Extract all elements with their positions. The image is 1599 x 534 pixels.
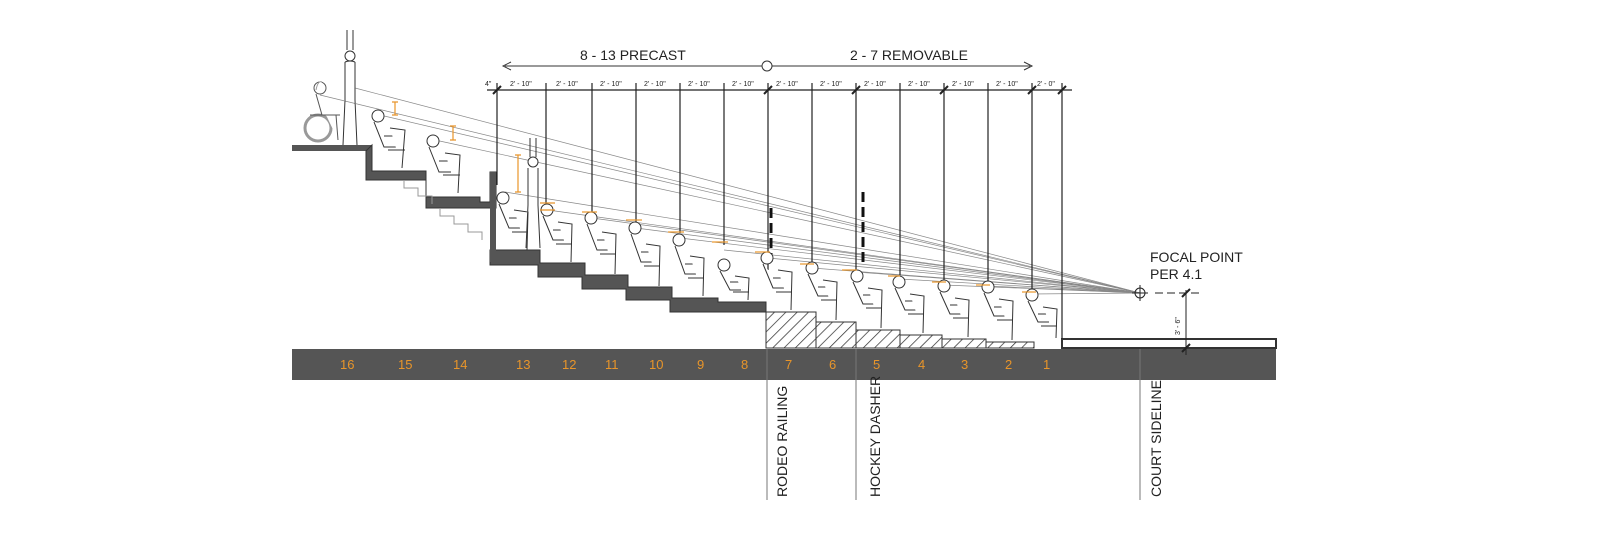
row-number: 15	[398, 357, 412, 372]
spectator-row-6	[805, 261, 838, 321]
row-number: 11	[605, 357, 619, 372]
orange-annotations	[392, 101, 1036, 293]
row-number: 3	[961, 357, 968, 372]
spectator-row-3	[937, 279, 970, 338]
floor-band	[292, 349, 1276, 380]
wheelchair-figure	[303, 81, 340, 143]
row-number: 12	[562, 357, 576, 372]
spectator-row-5	[850, 269, 883, 329]
spectator-row-10	[628, 221, 661, 287]
focal-point-label-line2: PER 4.1	[1150, 266, 1202, 282]
spectator-row-15	[371, 109, 406, 169]
spacing-label: 2' - 10"	[952, 81, 974, 88]
row-number: 1	[1043, 357, 1050, 372]
row-number: 16	[340, 357, 354, 372]
precast-risers	[489, 249, 767, 313]
row-number: 14	[453, 357, 467, 372]
spectator-row-9	[672, 233, 705, 297]
span-arrows	[501, 60, 1034, 72]
removable-risers	[765, 311, 1035, 349]
row-number: 6	[829, 357, 836, 372]
spacing-label: 2' - 0"	[1037, 81, 1055, 88]
spacing-label: 2' - 10"	[820, 81, 842, 88]
row-number: 5	[873, 357, 880, 372]
dimension-ticks	[492, 85, 1067, 95]
focal-height-label: 3' - 6"	[1175, 317, 1182, 335]
focal-point-label-line1: FOCAL POINT	[1150, 249, 1243, 265]
spacing-label: 2' - 10"	[556, 81, 578, 88]
spacing-label: 2' - 10"	[600, 81, 622, 88]
spectator-row-4	[892, 275, 925, 334]
standing-figure-lower	[525, 138, 541, 249]
rodeo-railing-label: RODEO RAILING	[774, 386, 790, 497]
spectator-figures	[371, 109, 1058, 341]
spacing-label: 2' - 10"	[688, 81, 710, 88]
dimension-verticals	[496, 83, 1063, 339]
row-number: 9	[697, 357, 704, 372]
span-divider-circle	[761, 60, 773, 72]
standing-figures	[342, 30, 541, 249]
spacing-label: 4"	[485, 81, 492, 88]
focal-point-marker	[1132, 285, 1200, 355]
spectator-row-8	[717, 258, 750, 301]
row-number: 7	[785, 357, 792, 372]
spectator-row-2	[981, 280, 1014, 341]
sight-lines	[319, 87, 1141, 295]
upper-risers	[365, 143, 497, 209]
standing-figure-upper	[342, 30, 358, 146]
upper-stair-hints	[403, 180, 483, 240]
precast-span-label: 8 - 13 PRECAST	[580, 47, 686, 63]
spacing-label: 2' - 10"	[776, 81, 798, 88]
spacing-label: 2' - 10"	[908, 81, 930, 88]
spacing-label: 2' - 10"	[732, 81, 754, 88]
removable-span-label: 2 - 7 REMOVABLE	[850, 47, 968, 63]
row-number: 10	[649, 357, 663, 372]
spacing-label: 2' - 10"	[510, 81, 532, 88]
row-spacing-labels: 4" 2' - 10" 2' - 10" 2' - 10" 2' - 10" 2…	[485, 81, 1055, 88]
row-number: 8	[741, 357, 748, 372]
spectator-row-11	[584, 211, 617, 275]
row-number: 2	[1005, 357, 1012, 372]
upper-concourse	[292, 145, 372, 151]
row-number: 4	[918, 357, 925, 372]
court-floor	[1061, 338, 1277, 349]
spacing-label: 2' - 10"	[864, 81, 886, 88]
spectator-row-14	[426, 134, 461, 194]
spectator-row-13	[496, 191, 529, 251]
hockey-dasher-label: HOCKEY DASHER	[867, 376, 883, 497]
spectator-row-1	[1025, 288, 1058, 339]
spectator-row-7	[760, 251, 793, 311]
spacing-label: 2' - 10"	[644, 81, 666, 88]
reference-lines	[766, 349, 1141, 500]
spacing-label: 2' - 10"	[996, 81, 1018, 88]
row-number: 13	[516, 357, 530, 372]
court-sideline-label: COURT SIDELINE	[1148, 380, 1164, 497]
row-numbers: 16 15 14 13 12 11 10 9 8 7 6 5 4 3 2 1	[340, 357, 1050, 372]
precast-wall	[490, 172, 496, 262]
